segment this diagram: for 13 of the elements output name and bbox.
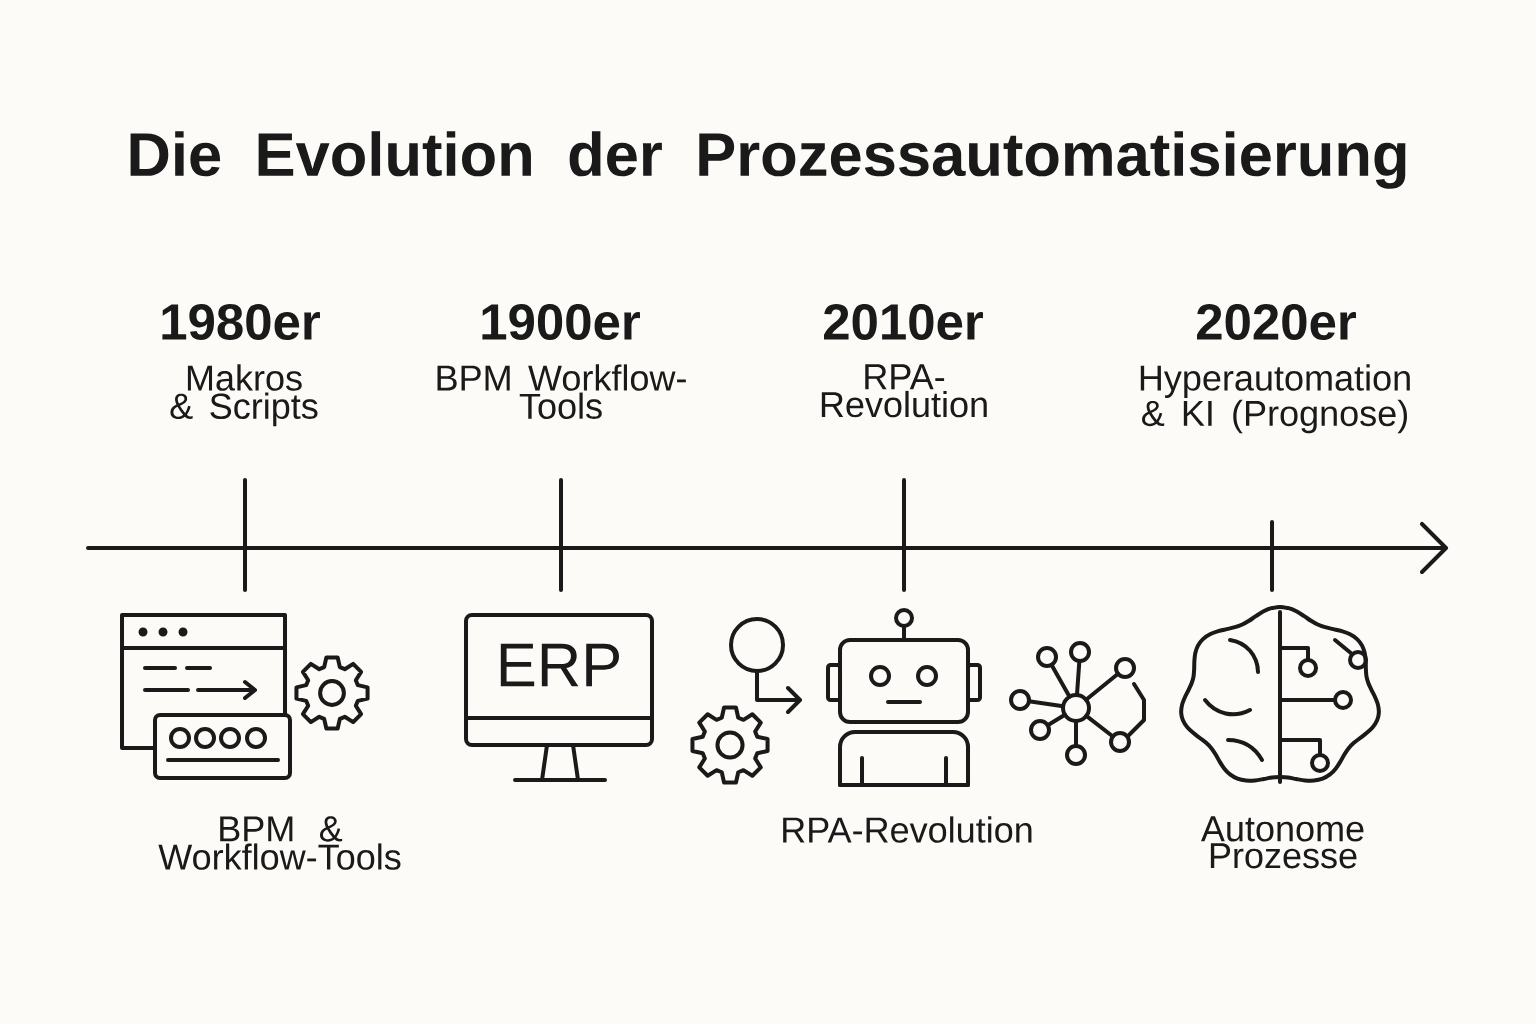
period-label: Hyperautomation & KI (Prognose) (1140, 364, 1410, 434)
caption-label: RPA-Revolution (783, 816, 1032, 843)
year-label: 1900er (482, 303, 640, 341)
year-label: 1980er (162, 303, 320, 341)
screen-text: ERP (500, 643, 619, 687)
period-label: Makros & Scripts (170, 364, 318, 427)
year-label: 2010er (824, 303, 983, 341)
title: Die Evolution der Prozessautomatisierung (130, 131, 1406, 189)
caption-label: BPM & Workflow-Tools (158, 816, 401, 870)
period-label: RPA-Revolution (821, 364, 987, 418)
caption-label: Autonome Prozesse (1201, 816, 1364, 869)
period-label: BPM Workflow-Tools (437, 364, 686, 419)
year-label: 2020er (1197, 303, 1356, 341)
